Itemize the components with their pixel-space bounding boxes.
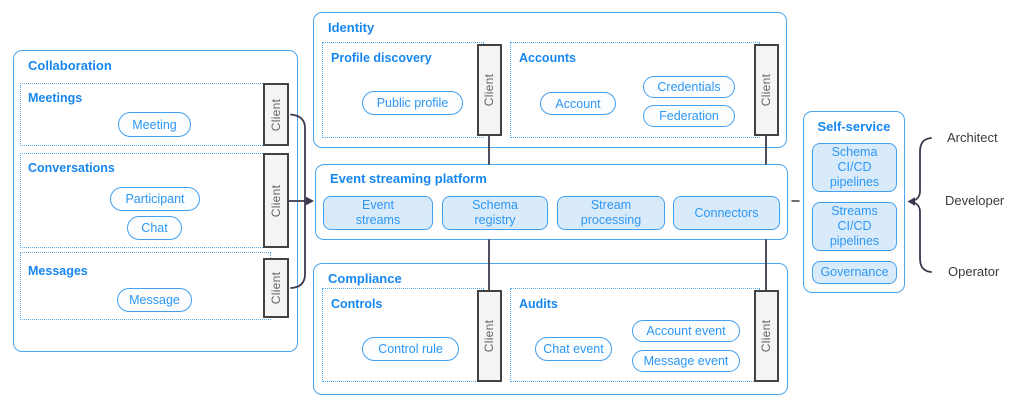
- profile-discovery-title: Profile discovery: [331, 51, 432, 65]
- event-streaming-platform-title: Event streaming platform: [330, 171, 487, 186]
- compliance-client-2-box: Client: [754, 290, 779, 382]
- chat-pill: Chat: [127, 216, 182, 240]
- conversations-client-box: Client: [263, 153, 289, 248]
- compliance-client-1-box: Client: [477, 290, 502, 382]
- profile-discovery-box: [322, 42, 484, 138]
- role-developer: Developer: [945, 193, 1005, 208]
- credentials-pill: Credentials: [643, 76, 735, 98]
- schema-registry-component: Schema registry: [442, 196, 548, 230]
- compliance-client-1-label: Client: [482, 319, 497, 353]
- compliance-client-2-label: Client: [759, 319, 774, 353]
- self-service-title: Self-service: [817, 119, 891, 134]
- control-rule-pill: Control rule: [362, 337, 459, 361]
- streams-cicd-pipelines-component: Streams CI/CD pipelines: [812, 202, 897, 251]
- accounts-title: Accounts: [519, 51, 576, 65]
- governance-component: Governance: [812, 261, 897, 284]
- controls-title: Controls: [331, 297, 383, 311]
- identity-title: Identity: [328, 20, 375, 35]
- role-architect: Architect: [947, 130, 998, 145]
- messages-client-label: Client: [269, 271, 284, 305]
- meetings-title: Meetings: [28, 91, 83, 105]
- messages-client-box: Client: [263, 258, 289, 318]
- meeting-pill: Meeting: [118, 112, 191, 137]
- message-event-pill: Message event: [632, 350, 740, 372]
- public-profile-pill: Public profile: [362, 91, 463, 115]
- message-pill: Message: [117, 288, 192, 312]
- federation-pill: Federation: [643, 105, 735, 127]
- connectors-component: Connectors: [673, 196, 780, 230]
- meetings-client-box: Client: [263, 83, 289, 146]
- roles-to-self-service-arrowhead: [907, 197, 915, 206]
- roles-brace: [910, 137, 932, 273]
- chat-event-pill: Chat event: [535, 337, 612, 361]
- schema-cicd-pipelines-component: Schema CI/CD pipelines: [812, 143, 897, 192]
- role-operator: Operator: [948, 264, 1000, 279]
- account-pill: Account: [540, 92, 616, 115]
- participant-pill: Participant: [110, 187, 200, 211]
- audits-title: Audits: [519, 297, 558, 311]
- compliance-title: Compliance: [328, 271, 402, 286]
- stream-processing-component: Stream processing: [557, 196, 665, 230]
- conversations-client-label: Client: [269, 184, 284, 217]
- meetings-client-label: Client: [269, 98, 284, 131]
- identity-client-1-box: Client: [477, 44, 502, 136]
- identity-client-2-box: Client: [754, 44, 779, 136]
- identity-client-1-label: Client: [482, 73, 497, 107]
- account-event-pill: Account event: [632, 320, 740, 342]
- conversations-title: Conversations: [28, 161, 115, 175]
- messages-title: Messages: [28, 264, 88, 278]
- event-streams-component: Event streams: [323, 196, 433, 230]
- controls-box: [322, 288, 484, 382]
- collaboration-title: Collaboration: [28, 58, 112, 73]
- identity-client-2-label: Client: [759, 73, 774, 107]
- collaboration-to-platform-arrowhead: [306, 196, 314, 206]
